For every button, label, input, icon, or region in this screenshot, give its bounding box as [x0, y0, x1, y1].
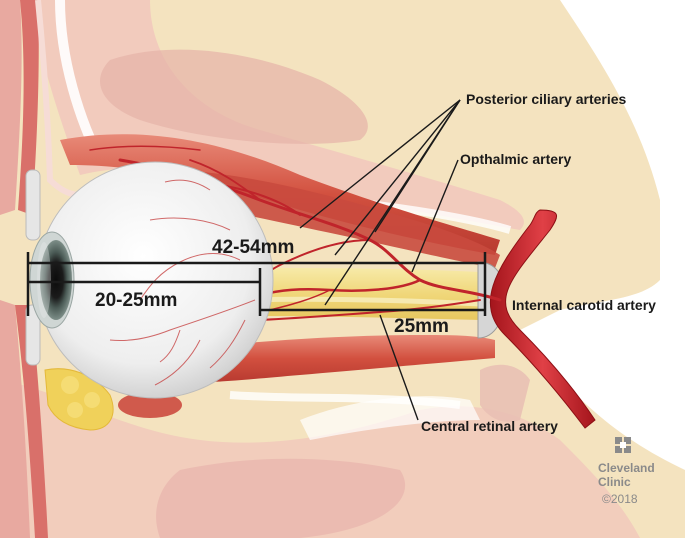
- cleveland-clinic-logo: Cleveland Clinic ©2018: [598, 437, 655, 506]
- label-posterior-ciliary-arteries: Posterior ciliary arteries: [466, 91, 627, 107]
- label-central-retinal-artery: Central retinal artery: [421, 418, 558, 434]
- label-internal-carotid-artery: Internal carotid artery: [512, 297, 656, 313]
- inferior-oblique-muscle: [118, 392, 182, 418]
- measurement-nerve-length: 25mm: [394, 316, 449, 337]
- measurement-eye-length: 20-25mm: [95, 290, 177, 311]
- upper-eyelid: [0, 0, 81, 241]
- lower-eyelid: [0, 300, 48, 538]
- internal-carotid-artery: [489, 209, 596, 429]
- inferior-rectus-muscle: [180, 335, 495, 383]
- measurement-lines: [26, 252, 487, 316]
- leader-lines: [299, 99, 461, 421]
- label-ophthalmic-artery: Opthalmic artery: [460, 151, 571, 167]
- copyright-notice: ©2018: [602, 492, 638, 506]
- orbital-fat: [44, 368, 114, 431]
- measurement-total-length: 42-54mm: [212, 237, 294, 258]
- logo-line-1: Cleveland: [598, 461, 655, 475]
- optic-nerve: [240, 268, 480, 320]
- cleveland-clinic-cross-icon: [615, 437, 631, 453]
- eyeball: [29, 161, 274, 399]
- logo-line-2: Clinic: [598, 475, 631, 489]
